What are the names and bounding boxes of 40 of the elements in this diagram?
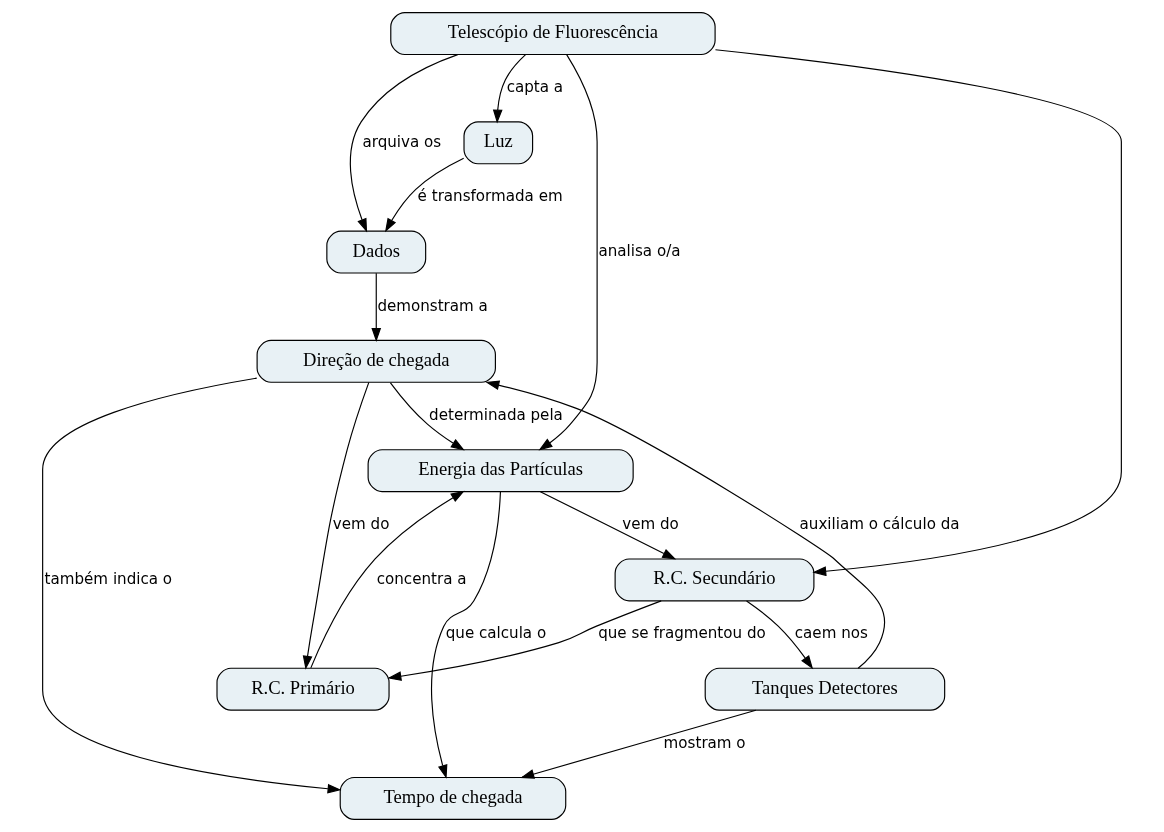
node-box: Energia das Partículas: [367, 449, 634, 493]
edge-label: que calcula o: [445, 624, 547, 643]
arrow: [371, 272, 382, 342]
edge-label: também indica o: [44, 569, 173, 588]
edge-label: analisa o/a: [598, 242, 681, 261]
edge-label: vem do: [332, 515, 390, 534]
node-box: Dados: [326, 230, 427, 274]
edge-label: vem do: [622, 515, 679, 534]
arrow: [492, 54, 527, 124]
arrow: [349, 54, 459, 233]
edge-label: capta a: [506, 78, 564, 97]
node-box: Direção de chegada: [256, 339, 496, 383]
edge-label: mostram o: [663, 733, 746, 752]
node-box: Luz: [463, 121, 534, 165]
arrow: [520, 709, 757, 779]
arrow: [389, 382, 465, 451]
arrow: [385, 157, 465, 233]
edge-label: caem nos: [794, 624, 868, 643]
arrow: [485, 380, 886, 669]
node-box: Tanques Detectores: [704, 667, 946, 711]
node-box: Telescópio de Fluorescência: [390, 12, 716, 56]
node-box: R.C. Secundário: [614, 558, 815, 602]
arrow: [539, 491, 677, 560]
edge-label: demonstram a: [377, 296, 488, 315]
edge-label: é transformada em: [417, 187, 563, 206]
edge-label: auxiliam o cálculo da: [799, 515, 960, 534]
node-box: R.C. Primário: [216, 667, 390, 711]
arrow: [387, 600, 662, 681]
arrow: [746, 600, 814, 670]
arrow: [714, 49, 1122, 577]
edge-label: determinada pela: [429, 405, 563, 424]
arrow: [42, 377, 342, 794]
edge-label: arquiva os: [362, 132, 442, 151]
arrow: [302, 381, 370, 670]
arrow: [310, 490, 465, 669]
node-box: Tempo de chegada: [339, 776, 567, 820]
arrow: [430, 491, 502, 779]
arrow: [538, 54, 598, 451]
edge-label: que se fragmentou do: [598, 624, 766, 643]
edge-label: concentra a: [376, 569, 467, 588]
